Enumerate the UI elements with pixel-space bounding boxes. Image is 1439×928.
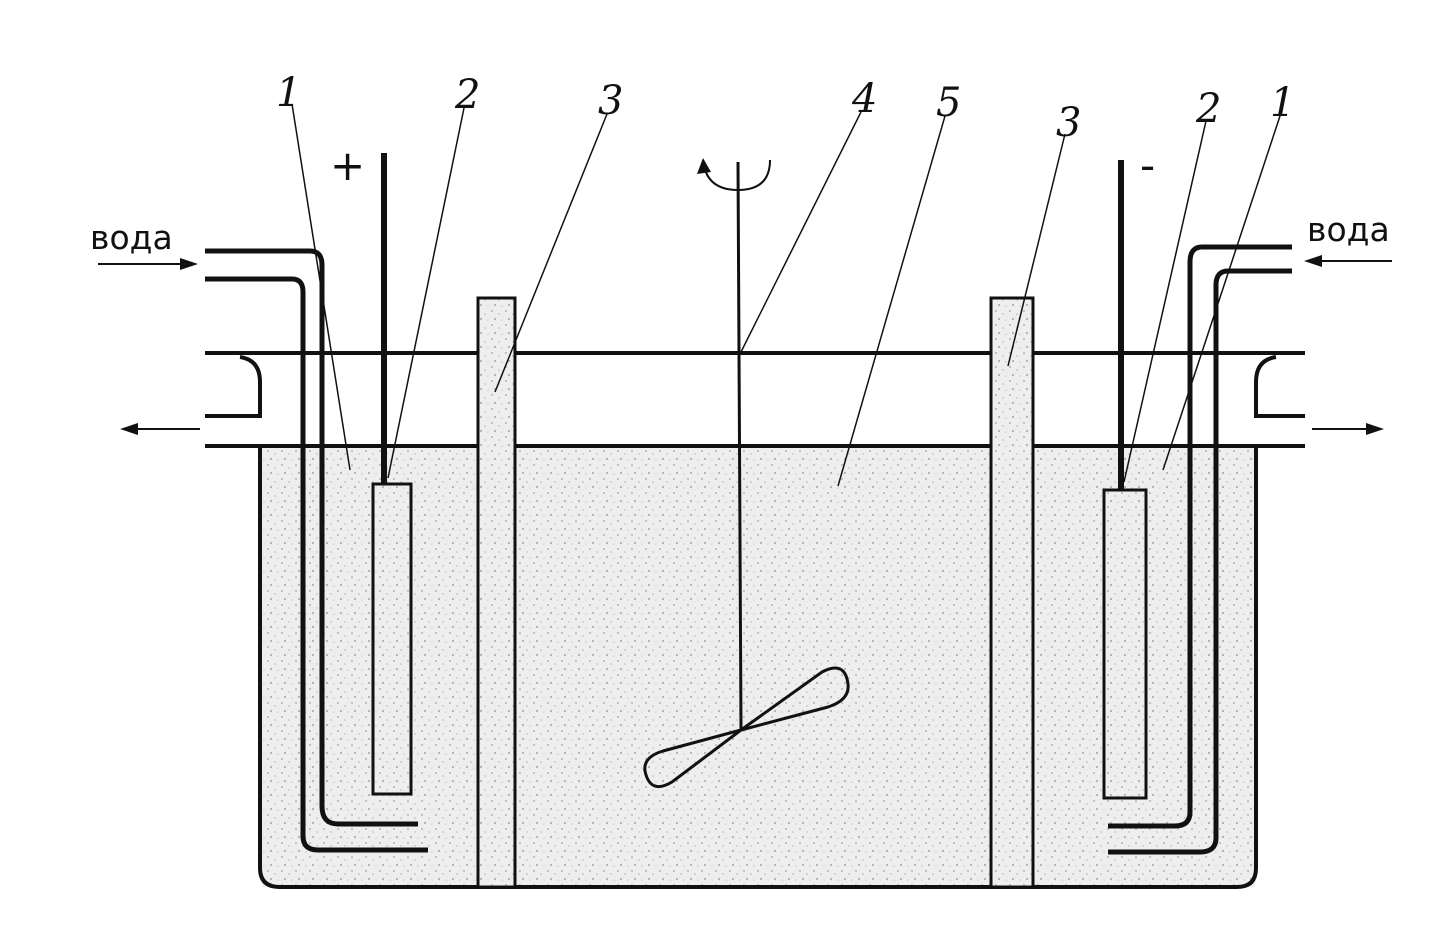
leader-2-right bbox=[1123, 120, 1207, 483]
leader-5 bbox=[837, 115, 946, 487]
label-stirrer: 4 bbox=[851, 76, 877, 122]
right-outlet-arrow bbox=[1312, 423, 1384, 435]
label-diaphragm-right: 3 bbox=[1056, 100, 1081, 146]
label-diaphragm-left: 3 bbox=[598, 78, 623, 124]
vessel-body bbox=[258, 446, 1258, 889]
left-outlet-arrow bbox=[120, 423, 200, 435]
left-jacket-inner bbox=[205, 276, 428, 853]
leader-1-right bbox=[1162, 115, 1281, 471]
right-flange bbox=[1254, 355, 1305, 418]
diaphragm-right bbox=[989, 296, 1035, 889]
water-label-right: вода bbox=[1307, 210, 1390, 249]
stirrer-shaft bbox=[736, 161, 743, 731]
left-flange bbox=[205, 355, 262, 418]
label-cathode-electrode: 2 bbox=[1195, 86, 1221, 132]
water-label-left: вода bbox=[90, 218, 173, 257]
right-jacket-inner bbox=[1108, 268, 1292, 855]
minus-sign: - bbox=[1140, 141, 1155, 190]
right-water-inlet-arrow bbox=[1304, 255, 1392, 267]
leader-2-left bbox=[387, 107, 465, 479]
plus-sign: + bbox=[330, 141, 365, 190]
leader-1-left bbox=[291, 103, 351, 471]
leader-4 bbox=[740, 111, 862, 353]
stirrer-blade bbox=[643, 666, 850, 789]
cathode-electrode bbox=[1102, 488, 1148, 800]
anode-electrode bbox=[371, 482, 413, 796]
right-jacket-outer bbox=[1108, 244, 1292, 829]
leader-3-left bbox=[494, 113, 608, 393]
rotation-arrow-icon bbox=[702, 159, 771, 192]
diaphragm-left bbox=[476, 296, 517, 889]
label-anode-electrode: 2 bbox=[454, 72, 480, 118]
label-electrolyte: 5 bbox=[936, 80, 961, 126]
electrolyte-fill bbox=[262, 446, 1255, 887]
leader-3-right bbox=[1007, 133, 1066, 367]
label-jacket-right: 1 bbox=[1270, 80, 1295, 126]
label-jacket-left: 1 bbox=[276, 70, 301, 116]
rotation-arrowhead-icon bbox=[697, 158, 711, 174]
left-water-inlet-arrow bbox=[98, 258, 198, 270]
